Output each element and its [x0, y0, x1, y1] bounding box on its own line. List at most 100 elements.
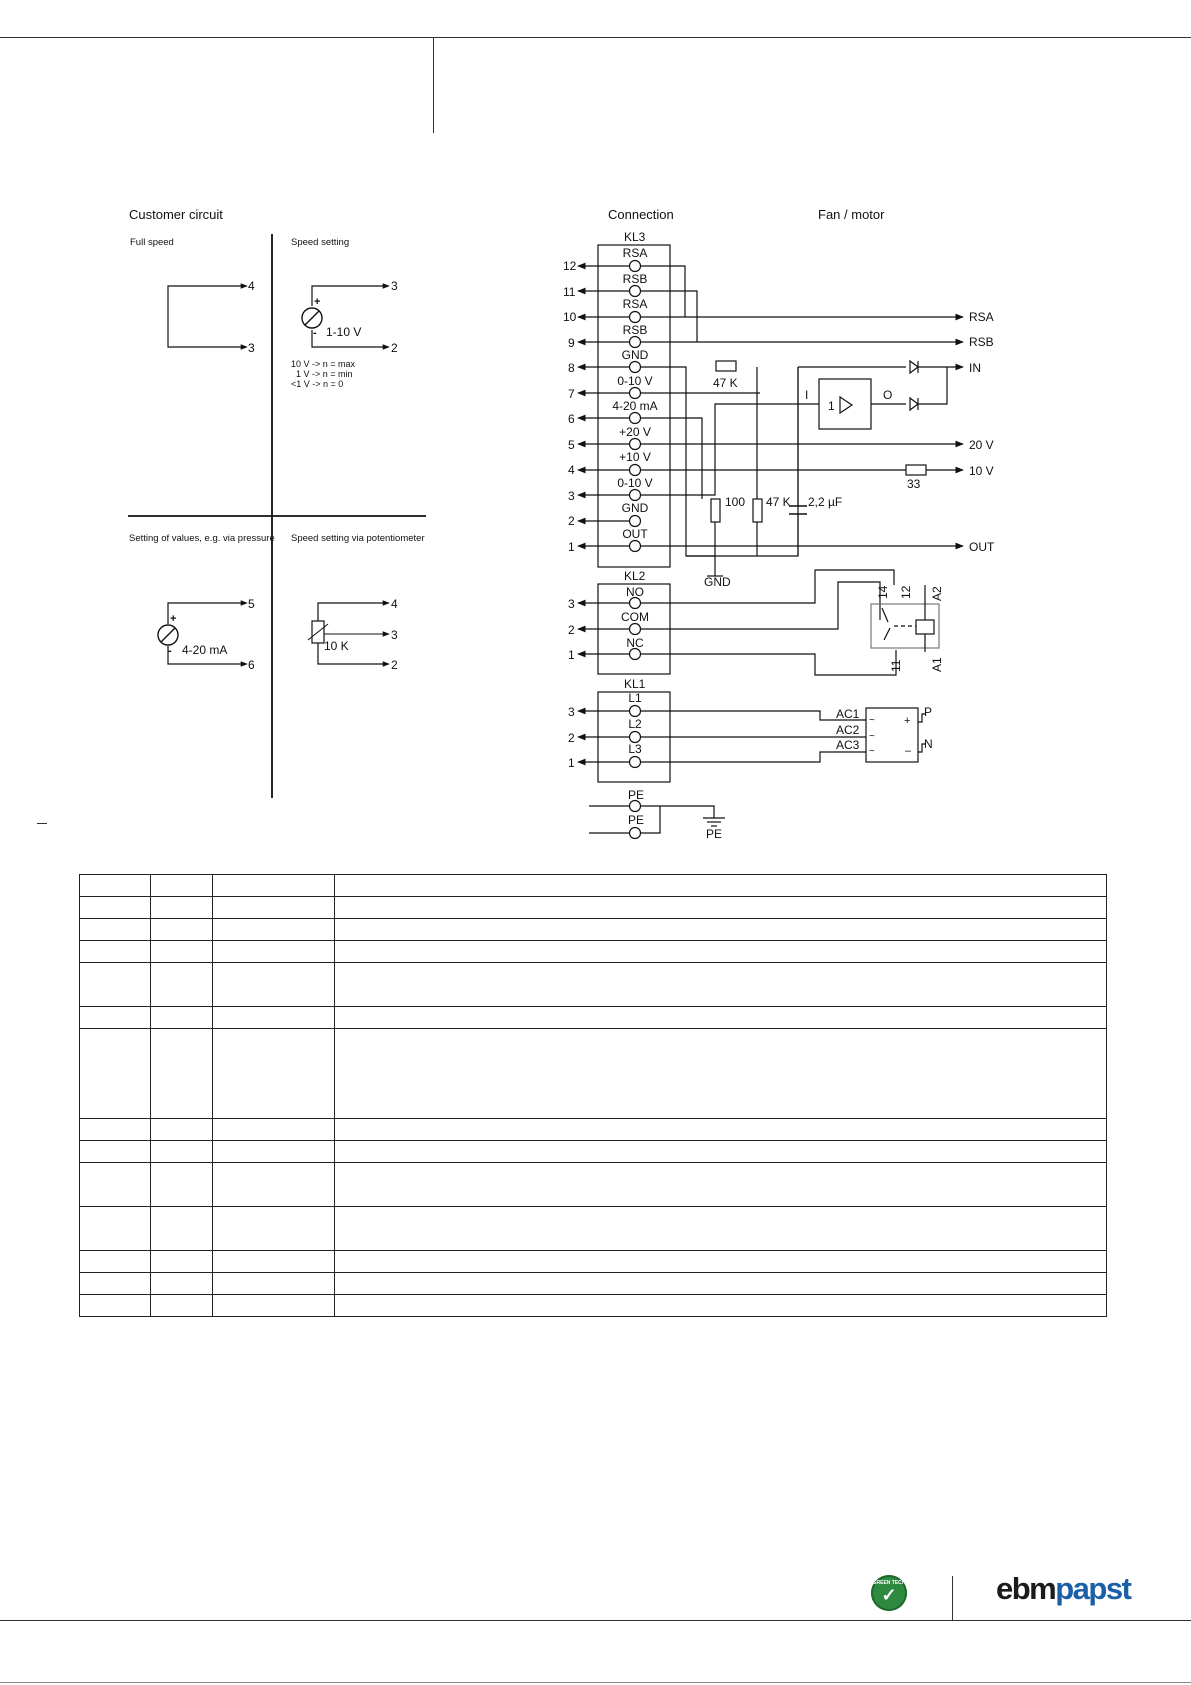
kl3-pin-leads — [577, 259, 642, 553]
table-cell — [334, 1162, 1107, 1207]
table-cell — [212, 1006, 335, 1029]
svg-text:-: - — [313, 327, 317, 339]
header-divider — [433, 37, 434, 133]
table-cell — [150, 1006, 213, 1029]
svg-text:1: 1 — [828, 399, 835, 413]
relay-pin-a2: A2 — [930, 586, 944, 601]
speed-note-1: 10 V -> n = max — [291, 359, 356, 369]
speed-setting-terminal-3: 3 — [391, 279, 398, 293]
table-cell — [212, 1140, 335, 1163]
table-cell — [212, 1206, 335, 1251]
table-row — [79, 1250, 1107, 1273]
potentiometer-title: Speed setting via potentiometer — [291, 533, 425, 544]
wiring-diagram: Customer circuit Full speed 4 3 Speed se… — [128, 207, 995, 841]
relay-pin-11: 11 — [889, 659, 903, 672]
table-cell — [334, 918, 1107, 941]
svg-text:2,2 µF: 2,2 µF — [808, 495, 842, 509]
table-cell — [212, 962, 335, 1007]
table-cell — [334, 962, 1107, 1007]
table-cell — [150, 1140, 213, 1163]
resistor-33 — [905, 464, 927, 476]
svg-text:33: 33 — [907, 477, 921, 491]
table-cell — [79, 874, 151, 897]
svg-text:RSA: RSA — [623, 297, 648, 311]
pressure-setting-circuit: Setting of values, e.g. via pressure + -… — [129, 533, 275, 672]
svg-text:NO: NO — [626, 585, 644, 599]
resistor-100 — [710, 498, 721, 523]
table-cell — [334, 874, 1107, 897]
svg-text:4: 4 — [568, 463, 575, 477]
footer-bottom-rule — [0, 1682, 1191, 1683]
table-row — [79, 1006, 1107, 1029]
footer-divider — [952, 1576, 953, 1620]
full-speed-terminal-3: 3 — [248, 341, 255, 355]
rectifier-n: N — [924, 737, 933, 751]
rectifier-p: P — [924, 705, 932, 719]
table-cell — [212, 940, 335, 963]
svg-text:~: ~ — [869, 715, 875, 726]
pe-wiring — [589, 799, 725, 840]
svg-text:1: 1 — [568, 648, 575, 662]
table-cell — [212, 1272, 335, 1295]
table-row — [79, 1140, 1107, 1163]
svg-text:AC1: AC1 — [836, 707, 860, 721]
relay-pin-12: 12 — [899, 585, 913, 599]
table-cell — [334, 1140, 1107, 1163]
svg-text:OUT: OUT — [622, 527, 648, 541]
svg-text:-: - — [168, 645, 172, 657]
svg-text:AC3: AC3 — [836, 738, 860, 752]
svg-text:3: 3 — [568, 705, 575, 719]
svg-text:6: 6 — [568, 412, 575, 426]
table-row — [79, 918, 1107, 941]
svg-text:L3: L3 — [628, 742, 642, 756]
svg-text:1: 1 — [568, 756, 575, 770]
svg-text:+: + — [904, 715, 910, 727]
table-cell — [150, 918, 213, 941]
kl1-wiring — [577, 704, 925, 769]
table-row — [79, 962, 1107, 1007]
kl3-label: KL3 — [624, 230, 646, 244]
kl3-pin: 30-10 V — [568, 476, 653, 503]
svg-text:5: 5 — [568, 438, 575, 452]
table-cell — [79, 896, 151, 919]
svg-text:~: ~ — [869, 746, 875, 757]
full-speed-title: Full speed — [130, 237, 174, 248]
table-cell — [334, 896, 1107, 919]
pressure-setting-current: 4-20 mA — [182, 643, 227, 657]
table-row — [79, 1272, 1107, 1295]
table-row — [79, 896, 1107, 919]
svg-text:GND: GND — [622, 348, 649, 362]
table-cell — [79, 1118, 151, 1141]
green-tech-badge: GREEN TECH ✓ — [871, 1575, 907, 1611]
green-tech-badge-text: GREEN TECH — [872, 1580, 906, 1586]
svg-text:11: 11 — [563, 285, 576, 299]
resistor-47k-top — [715, 360, 737, 372]
table-cell — [79, 1272, 151, 1295]
gnd-label: GND — [704, 575, 731, 589]
footer-top-rule — [0, 1620, 1191, 1621]
table-cell — [334, 1006, 1107, 1029]
pe-ground-label: PE — [706, 827, 722, 841]
table-cell — [79, 1140, 151, 1163]
pe-label-2: PE — [628, 813, 644, 827]
table-cell — [79, 1162, 151, 1207]
table-cell — [212, 896, 335, 919]
ebmpapst-logo: ebmpapst — [996, 1571, 1132, 1606]
customer-circuit-heading: Customer circuit — [129, 207, 223, 222]
pressure-terminal-5: 5 — [248, 597, 255, 611]
table-cell — [150, 1028, 213, 1119]
table-cell — [150, 1118, 213, 1141]
table-cell — [79, 918, 151, 941]
svg-text:0-10 V: 0-10 V — [617, 374, 652, 388]
table-cell — [79, 962, 151, 1007]
amplifier-block — [818, 378, 872, 430]
full-speed-circuit: Full speed 4 3 — [130, 237, 255, 355]
table-cell — [150, 1294, 213, 1317]
table-cell — [150, 896, 213, 919]
svg-text:~: ~ — [869, 731, 875, 742]
kl3-pin: 4+10 V — [568, 450, 651, 477]
table-row — [79, 1206, 1107, 1251]
svg-text:12: 12 — [563, 259, 577, 273]
